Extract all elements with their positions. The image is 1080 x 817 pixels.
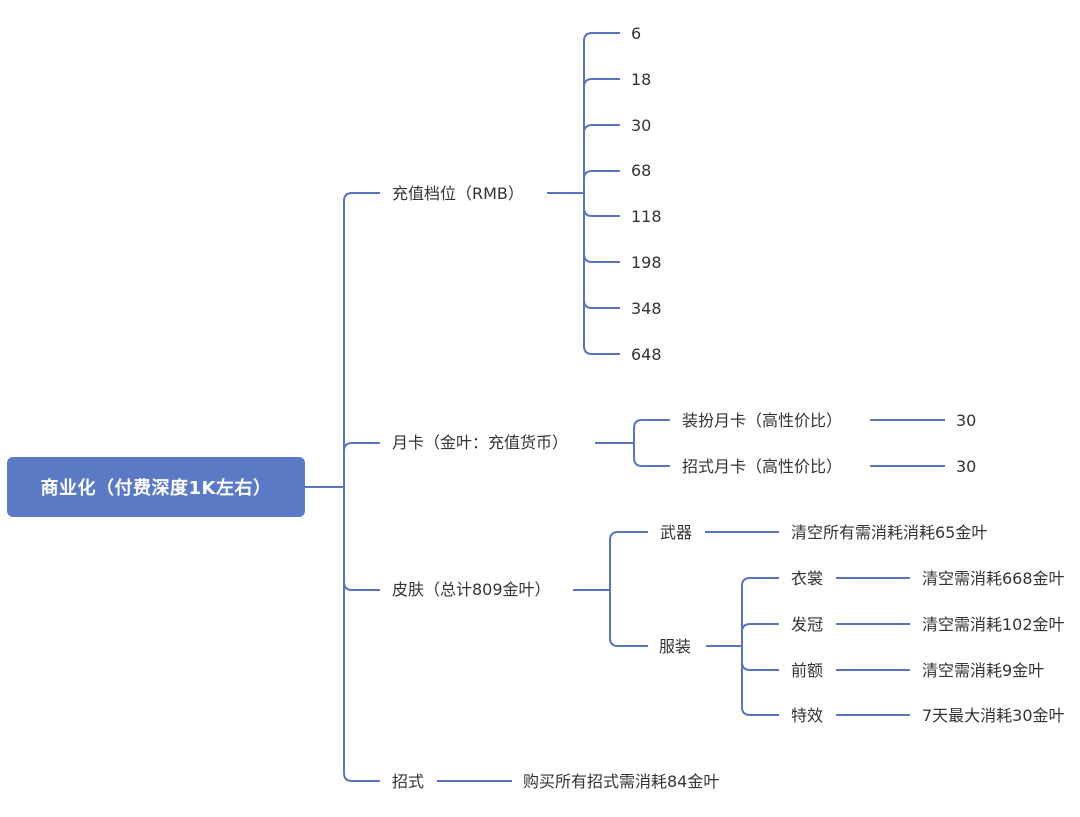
node-tier[interactable]: 198 bbox=[631, 253, 662, 272]
node-costume-monthly-card[interactable]: 装扮月卡（高性价比） bbox=[682, 411, 843, 430]
recharge-connector-branch bbox=[583, 124, 620, 134]
skins-connector-branch bbox=[609, 590, 648, 647]
monthly-card-connector-branch bbox=[633, 443, 670, 467]
node-tier[interactable]: 6 bbox=[631, 24, 642, 43]
clothing-connector-branch bbox=[741, 623, 779, 633]
recharge-connector-branch bbox=[583, 207, 620, 217]
node-clothing[interactable]: 服装 bbox=[659, 637, 692, 656]
monthly-card-connector-branch bbox=[633, 419, 670, 443]
node-costume-monthly-card-price[interactable]: 30 bbox=[956, 411, 977, 430]
node-effects-cost[interactable]: 7天最大消耗30金叶 bbox=[922, 706, 1065, 725]
recharge-connector-branch bbox=[583, 299, 620, 309]
node-skins[interactable]: 皮肤（总计809金叶） bbox=[392, 580, 551, 599]
recharge-connector-branch bbox=[583, 170, 620, 180]
node-moves-cost[interactable]: 购买所有招式需消耗84金叶 bbox=[523, 772, 720, 791]
node-tier[interactable]: 30 bbox=[631, 116, 652, 135]
node-recharge-tiers[interactable]: 充值档位（RMB） bbox=[392, 184, 524, 203]
root-connector-branch bbox=[343, 192, 380, 487]
recharge-connector-branch bbox=[583, 32, 620, 193]
node-headwear-cost[interactable]: 清空需消耗102金叶 bbox=[922, 615, 1065, 634]
skins-connector-branch bbox=[609, 531, 648, 590]
node-moves-monthly-card-price[interactable]: 30 bbox=[956, 457, 977, 476]
recharge-connector-branch bbox=[583, 193, 620, 355]
node-tier[interactable]: 18 bbox=[631, 70, 652, 89]
node-monthly-card[interactable]: 月卡（金叶：充值货币） bbox=[392, 433, 569, 452]
node-moves-monthly-card[interactable]: 招式月卡（高性价比） bbox=[682, 457, 843, 476]
recharge-connector-branch bbox=[583, 253, 620, 263]
root-connector-branch bbox=[343, 442, 380, 452]
node-headwear[interactable]: 发冠 bbox=[791, 615, 824, 634]
node-forehead-cost[interactable]: 清空需消耗9金叶 bbox=[922, 661, 1045, 680]
node-tier[interactable]: 118 bbox=[631, 207, 662, 226]
node-tier[interactable]: 648 bbox=[631, 345, 662, 364]
clothing-connector-branch bbox=[741, 661, 779, 671]
node-weapon[interactable]: 武器 bbox=[660, 523, 693, 542]
root-connector-branch bbox=[343, 487, 380, 782]
node-garment[interactable]: 衣裳 bbox=[791, 569, 824, 588]
root-connector-branch bbox=[343, 581, 380, 591]
node-moves[interactable]: 招式 bbox=[392, 772, 425, 791]
root-label: 商业化（付费深度1K左右） bbox=[40, 478, 272, 499]
root-node[interactable]: 商业化（付费深度1K左右） bbox=[7, 457, 305, 517]
recharge-connector-branch bbox=[583, 78, 620, 88]
node-weapon-cost[interactable]: 清空所有需消耗消耗65金叶 bbox=[791, 523, 988, 542]
clothing-connector-branch bbox=[741, 577, 779, 646]
node-effects[interactable]: 特效 bbox=[791, 706, 824, 725]
node-garment-cost[interactable]: 清空需消耗668金叶 bbox=[922, 569, 1065, 588]
node-tier[interactable]: 348 bbox=[631, 299, 662, 318]
clothing-connector-branch bbox=[741, 646, 779, 716]
node-forehead[interactable]: 前额 bbox=[791, 661, 824, 680]
node-tier[interactable]: 68 bbox=[631, 161, 652, 180]
